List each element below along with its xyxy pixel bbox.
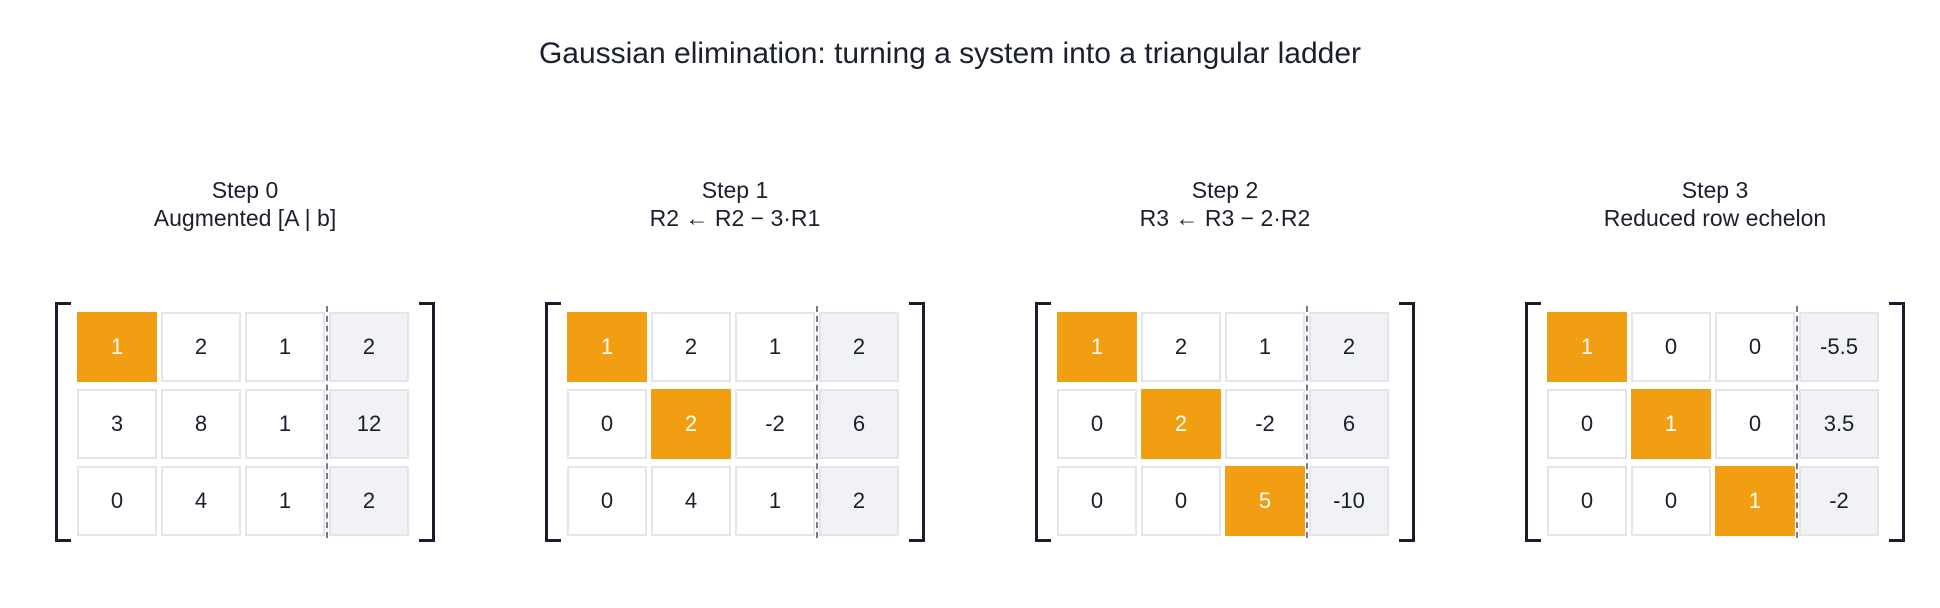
pivot-cell: 1 (1547, 312, 1627, 382)
step-description: Augmented [A | b] (153, 205, 337, 231)
left-bracket (55, 302, 71, 542)
matrix-cell: 0 (567, 389, 647, 459)
right-bracket (419, 302, 435, 542)
augment-divider (326, 306, 328, 538)
matrix-cell: -2 (1225, 389, 1305, 459)
matrix-cell: 0 (1631, 312, 1711, 382)
rhs-cell: -5.5 (1799, 312, 1879, 382)
pivot-cell: 1 (77, 312, 157, 382)
pivot-cell: 2 (1141, 389, 1221, 459)
step-description: Reduced row echelon (1603, 205, 1827, 231)
rhs-cell: -10 (1309, 466, 1389, 536)
step-description: R2 ← R2 − 3·R1 (649, 205, 821, 231)
rhs-cell: 2 (1309, 312, 1389, 382)
step-description: R3 ← R3 − 2·R2 (1139, 205, 1311, 231)
pivot-cell: 1 (1631, 389, 1711, 459)
matrix-cell: 0 (1547, 466, 1627, 536)
step-label: Step 1 (701, 177, 769, 203)
pivot-cell: 1 (1715, 466, 1795, 536)
matrix-cell: 0 (77, 466, 157, 536)
matrix-cell: 0 (1715, 389, 1795, 459)
matrix-cell: 2 (1141, 312, 1221, 382)
matrix-cell: 1 (1225, 312, 1305, 382)
diagram-title: Gaussian elimination: turning a system i… (538, 37, 1362, 70)
matrix-cell: 1 (245, 312, 325, 382)
rhs-cell: -2 (1799, 466, 1879, 536)
matrix-cell: 4 (161, 466, 241, 536)
augment-divider (1306, 306, 1308, 538)
left-bracket (1525, 302, 1541, 542)
right-bracket (1889, 302, 1905, 542)
right-bracket (1399, 302, 1415, 542)
rhs-cell: 2 (329, 312, 409, 382)
rhs-cell: 6 (1309, 389, 1389, 459)
matrix-cell: -2 (735, 389, 815, 459)
matrix-cell: 3 (77, 389, 157, 459)
matrix-cell: 0 (1057, 389, 1137, 459)
step-label: Step 3 (1681, 177, 1749, 203)
pivot-cell: 1 (1057, 312, 1137, 382)
matrix-cell: 0 (1547, 389, 1627, 459)
matrix-cell: 1 (735, 466, 815, 536)
rhs-cell: 2 (329, 466, 409, 536)
rhs-cell: 3.5 (1799, 389, 1879, 459)
pivot-cell: 1 (567, 312, 647, 382)
matrix-cell: 0 (1631, 466, 1711, 536)
left-bracket (545, 302, 561, 542)
step-label: Step 2 (1191, 177, 1259, 203)
rhs-cell: 6 (819, 389, 899, 459)
matrix-cell: 0 (1141, 466, 1221, 536)
augment-divider (1796, 306, 1798, 538)
pivot-cell: 2 (651, 389, 731, 459)
right-bracket (909, 302, 925, 542)
pivot-cell: 5 (1225, 466, 1305, 536)
rhs-cell: 2 (819, 312, 899, 382)
rhs-cell: 12 (329, 389, 409, 459)
matrix-cell: 1 (245, 389, 325, 459)
matrix-cell: 1 (245, 466, 325, 536)
matrix-cell: 2 (161, 312, 241, 382)
matrix-cell: 0 (1057, 466, 1137, 536)
matrix-cell: 1 (735, 312, 815, 382)
step-label: Step 0 (211, 177, 279, 203)
matrix-cell: 4 (651, 466, 731, 536)
matrix-cell: 0 (1715, 312, 1795, 382)
matrix-cell: 0 (567, 466, 647, 536)
rhs-cell: 2 (819, 466, 899, 536)
matrix-cell: 2 (651, 312, 731, 382)
augment-divider (816, 306, 818, 538)
matrix-cell: 8 (161, 389, 241, 459)
left-bracket (1035, 302, 1051, 542)
